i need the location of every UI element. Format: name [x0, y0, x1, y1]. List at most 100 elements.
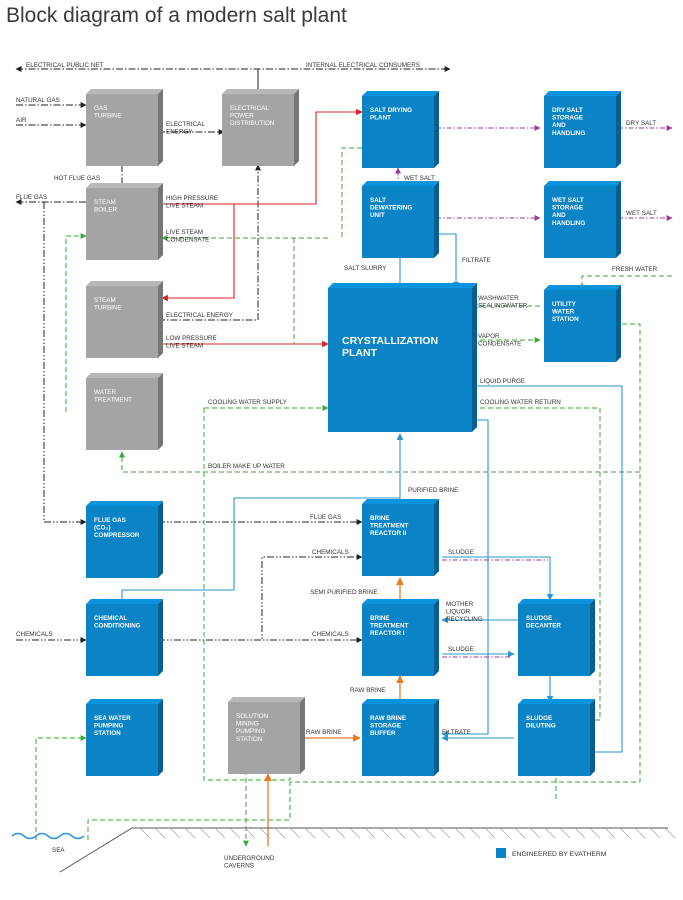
block-side-face: [434, 599, 439, 676]
flow-label-air: AIR: [16, 117, 27, 124]
solution-mining-pumping-station-label-3: STATION: [236, 736, 263, 743]
line-sea-intake: [87, 782, 291, 840]
line-sludge-top: [442, 556, 554, 601]
brine-treatment-reactor-1-label-0: BRINE: [370, 615, 390, 622]
ground-hatch: [559, 827, 571, 839]
flow-label-chemicals-top: CHEMICALS: [312, 549, 349, 556]
block-side-face: [158, 281, 163, 358]
flow-label-underground-caverns-1: CAVERNS: [224, 863, 254, 870]
ground-hatch: [409, 827, 421, 839]
block-side-face: [434, 499, 439, 576]
block-side-face: [434, 699, 439, 776]
block-front-face: [86, 94, 158, 166]
salt-drying-plant-label-0: SALT DRYING: [370, 107, 412, 114]
wet-salt-storage-label-2: AND: [552, 212, 566, 219]
wet-salt-storage-label-0: WET SALT: [552, 197, 584, 204]
flue-gas-compressor-label-0: FLUE GAS: [94, 517, 126, 524]
sludge-diluting-label-0: SLUDGE: [526, 715, 552, 722]
ground-hatch: [139, 827, 151, 839]
block-side-face: [158, 699, 163, 776]
flow-label-cooling-water-supply: COOLING WATER SUPPLY: [208, 399, 288, 406]
flow-label-high-pressure-live-steam-0: HIGH PRESSURE: [166, 195, 218, 202]
block-front-face: [328, 288, 472, 432]
sea-water-pumping-station-label-0: SEA WATER: [94, 715, 131, 722]
ground-hatch: [544, 827, 556, 839]
block-front-face: [362, 96, 434, 168]
flow-label-low-pressure-live-steam-0: LOW PRESSURE: [166, 335, 217, 342]
flow-label-electrical-energy-mid: ELECTRICAL ENERGY: [166, 312, 234, 319]
dry-salt-storage-label-2: AND: [552, 122, 566, 129]
ground-hatch: [634, 827, 646, 839]
block-front-face: [518, 704, 590, 776]
flow-label-electrical-energy-top-1: ENERGY: [166, 129, 193, 136]
block-top-face: [86, 183, 163, 188]
block-front-face: [86, 188, 158, 260]
flow-label-sludge-mid: SLUDGE: [448, 646, 474, 653]
block-front-face: [544, 290, 616, 362]
line-liquid-purge: [472, 385, 623, 756]
block-front-face: [362, 604, 434, 676]
diagram-title: Block diagram of a modern salt plant: [6, 4, 347, 27]
ground-hatch: [514, 827, 526, 839]
dry-salt-storage-label-1: STORAGE: [552, 115, 583, 122]
block-top-face: [362, 499, 439, 504]
flow-label-low-pressure-live-steam-1: LIVE STEAM: [166, 343, 203, 350]
flow-label-semi-purified-brine: SEMI PURIFIED BRINE: [310, 589, 378, 596]
block-side-face: [616, 285, 621, 362]
flow-label-flue-gas-left: FLUE GAS: [16, 194, 47, 201]
block-top-face: [328, 283, 477, 288]
flow-label-mother-liquor-recycling-0: MOTHER: [446, 601, 474, 608]
ground-hatch: [229, 827, 241, 839]
block-front-face: [86, 286, 158, 358]
block-front-face: [222, 94, 294, 166]
block-top-face: [544, 91, 621, 96]
block-top-face: [86, 501, 163, 506]
steam-boiler-label-1: BOILER: [94, 207, 118, 214]
crystallization-plant-label-1: PLANT: [342, 347, 378, 359]
flow-label-liquid-purge: LIQUID PURGE: [480, 378, 525, 385]
block-front-face: [228, 702, 300, 774]
block-front-face: [362, 704, 434, 776]
flow-label-mother-liquor-recycling-2: RECYCLING: [446, 616, 483, 623]
steam-boiler-label-0: STEAM: [94, 199, 116, 206]
utility-water-station-label-2: STATION: [552, 316, 579, 323]
flow-label-live-steam-condensate-1: CONDENSATE: [166, 237, 209, 244]
ground-hatch: [364, 827, 376, 839]
brine-treatment-reactor-1-label-2: REACTOR I: [370, 630, 405, 637]
ground-hatch: [469, 827, 481, 839]
ground-hatch: [214, 827, 226, 839]
ground-hatch: [454, 827, 466, 839]
raw-brine-storage-buffer-label-2: BUFFER: [370, 730, 396, 737]
line-boiler-make-up: [119, 451, 640, 473]
flow-label-high-pressure-live-steam-1: LIVE STEAM: [166, 203, 203, 210]
flow-label-internal-electrical-consumers: INTERNAL ELECTRICAL CONSUMERS: [306, 62, 420, 69]
block-side-face: [472, 283, 477, 432]
salt-dewatering-unit-label-1: DEWATERING: [370, 205, 412, 212]
utility-water-station-label-0: UTILITY: [552, 301, 577, 308]
flow-label-filtrate-top: FILTRATE: [462, 257, 491, 264]
block-side-face: [158, 183, 163, 260]
block-side-face: [590, 699, 595, 776]
line-chemicals-top: [158, 554, 363, 641]
dry-salt-storage-label-0: DRY SALT: [552, 107, 583, 114]
block-front-face: [86, 604, 158, 676]
salt-dewatering-unit-label-0: SALT: [370, 197, 386, 204]
salt-drying-plant-label-1: PLANT: [370, 115, 391, 122]
ground-hatch: [529, 827, 541, 839]
ground-hatch: [589, 827, 601, 839]
brine-treatment-reactor-2-label-2: REACTOR II: [370, 530, 407, 537]
flow-label-sludge-top: SLUDGE: [448, 549, 474, 556]
sludge-decanter-label-0: SLUDGE: [526, 615, 552, 622]
ground-hatch: [349, 827, 361, 839]
flow-label-washwater-sealingwater-1: SEALINGWATER: [478, 303, 528, 310]
flow-label-vapor-condensate-1: CONDENSATE: [478, 341, 521, 348]
block-front-face: [86, 704, 158, 776]
